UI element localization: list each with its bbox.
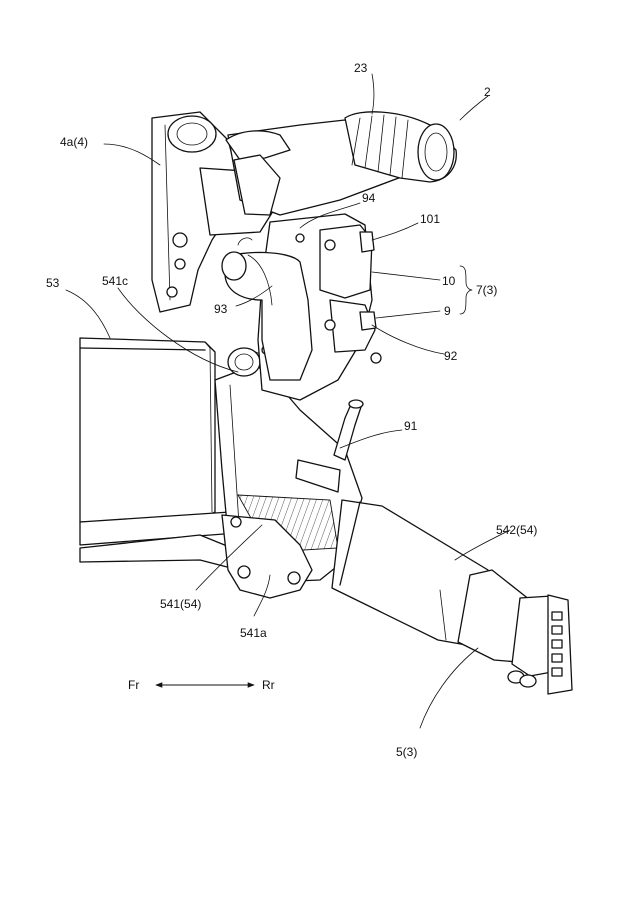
direction-indicator: Fr Rr xyxy=(128,678,275,692)
leader-9: 9 xyxy=(375,304,451,319)
leader-5: 5(3) xyxy=(396,647,479,759)
leader-23: 23 xyxy=(354,61,375,115)
label-4a: 4a(4) xyxy=(60,135,88,149)
label-9: 9 xyxy=(444,304,451,318)
leader-53: 53 xyxy=(46,276,111,339)
leader-541: 541(54) xyxy=(160,524,263,611)
leader-541c: 541c xyxy=(102,274,239,373)
leader-93: 93 xyxy=(214,285,273,316)
flange-teeth xyxy=(551,611,563,677)
leader-91: 91 xyxy=(339,419,418,449)
brace-7: 7(3) xyxy=(459,265,497,315)
part-53-body xyxy=(79,337,269,576)
part-23-hose xyxy=(225,111,457,216)
label-93: 93 xyxy=(214,302,228,316)
leader-101: 101 xyxy=(371,212,440,241)
leader-2: 2 xyxy=(459,85,491,121)
leader-94: 94 xyxy=(299,191,376,229)
label-542: 542(54) xyxy=(496,523,537,537)
label-53: 53 xyxy=(46,276,60,290)
label-2: 2 xyxy=(484,85,491,99)
part-91-tube xyxy=(295,399,364,493)
leader-92: 92 xyxy=(371,324,458,363)
label-541c: 541c xyxy=(102,274,128,288)
direction-front-label: Fr xyxy=(128,678,139,692)
leader-541a: 541a xyxy=(240,574,271,640)
label-23: 23 xyxy=(354,61,368,75)
part-93-pipe xyxy=(221,237,313,381)
label-5: 5(3) xyxy=(396,745,417,759)
label-94: 94 xyxy=(362,191,376,205)
label-10: 10 xyxy=(442,274,456,288)
leader-4a: 4a(4) xyxy=(60,135,161,166)
label-92: 92 xyxy=(444,349,458,363)
leader-542: 542(54) xyxy=(454,523,537,561)
label-541: 541(54) xyxy=(160,597,201,611)
leader-10: 10 xyxy=(371,271,456,288)
label-101: 101 xyxy=(420,212,440,226)
label-7: 7(3) xyxy=(476,283,497,297)
direction-rear-label: Rr xyxy=(262,678,275,692)
label-91: 91 xyxy=(404,419,418,433)
part-542-pipe xyxy=(331,499,573,695)
label-541a: 541a xyxy=(240,626,267,640)
